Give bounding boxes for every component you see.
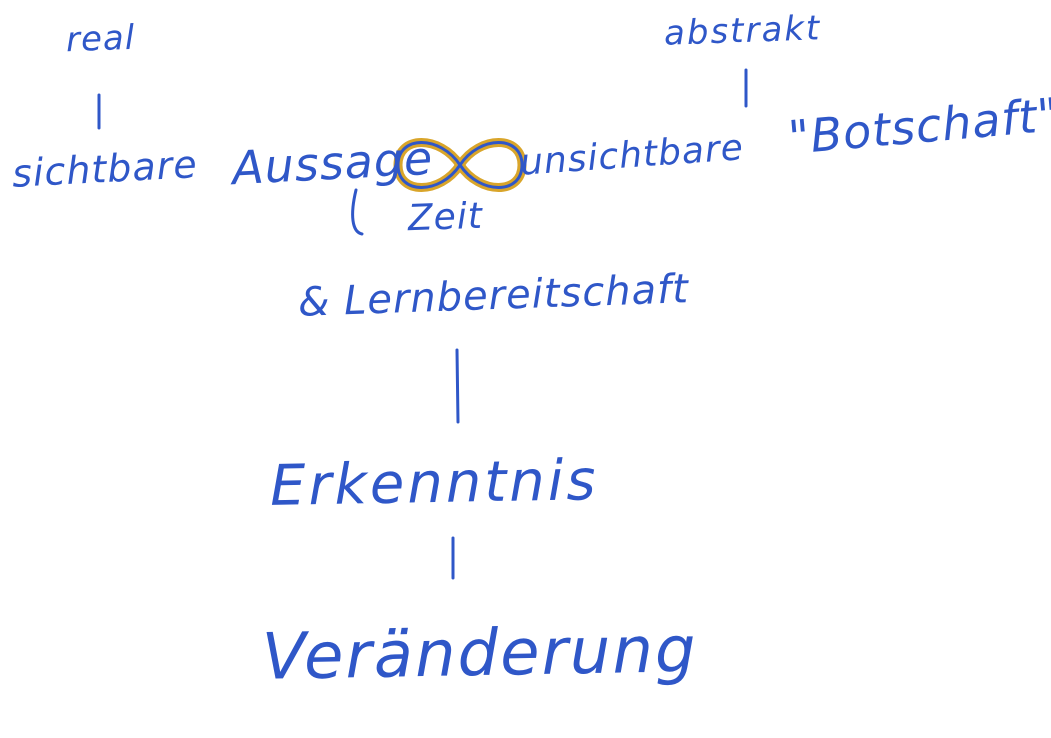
connector-aussage-hook <box>351 188 364 236</box>
label-abstrakt: abstrakt <box>663 8 822 54</box>
label-zeit: Zeit <box>407 195 484 240</box>
label-real: real <box>65 17 136 61</box>
label-veraenderung: Veränderung <box>261 613 699 695</box>
connector-lern-erkenntnis <box>455 348 460 424</box>
label-erkenntnis: Erkenntnis <box>269 448 600 519</box>
label-aussage: Aussage <box>230 130 435 196</box>
label-sichtbare: sichtbare <box>10 142 199 196</box>
infinity-icon <box>393 138 527 192</box>
